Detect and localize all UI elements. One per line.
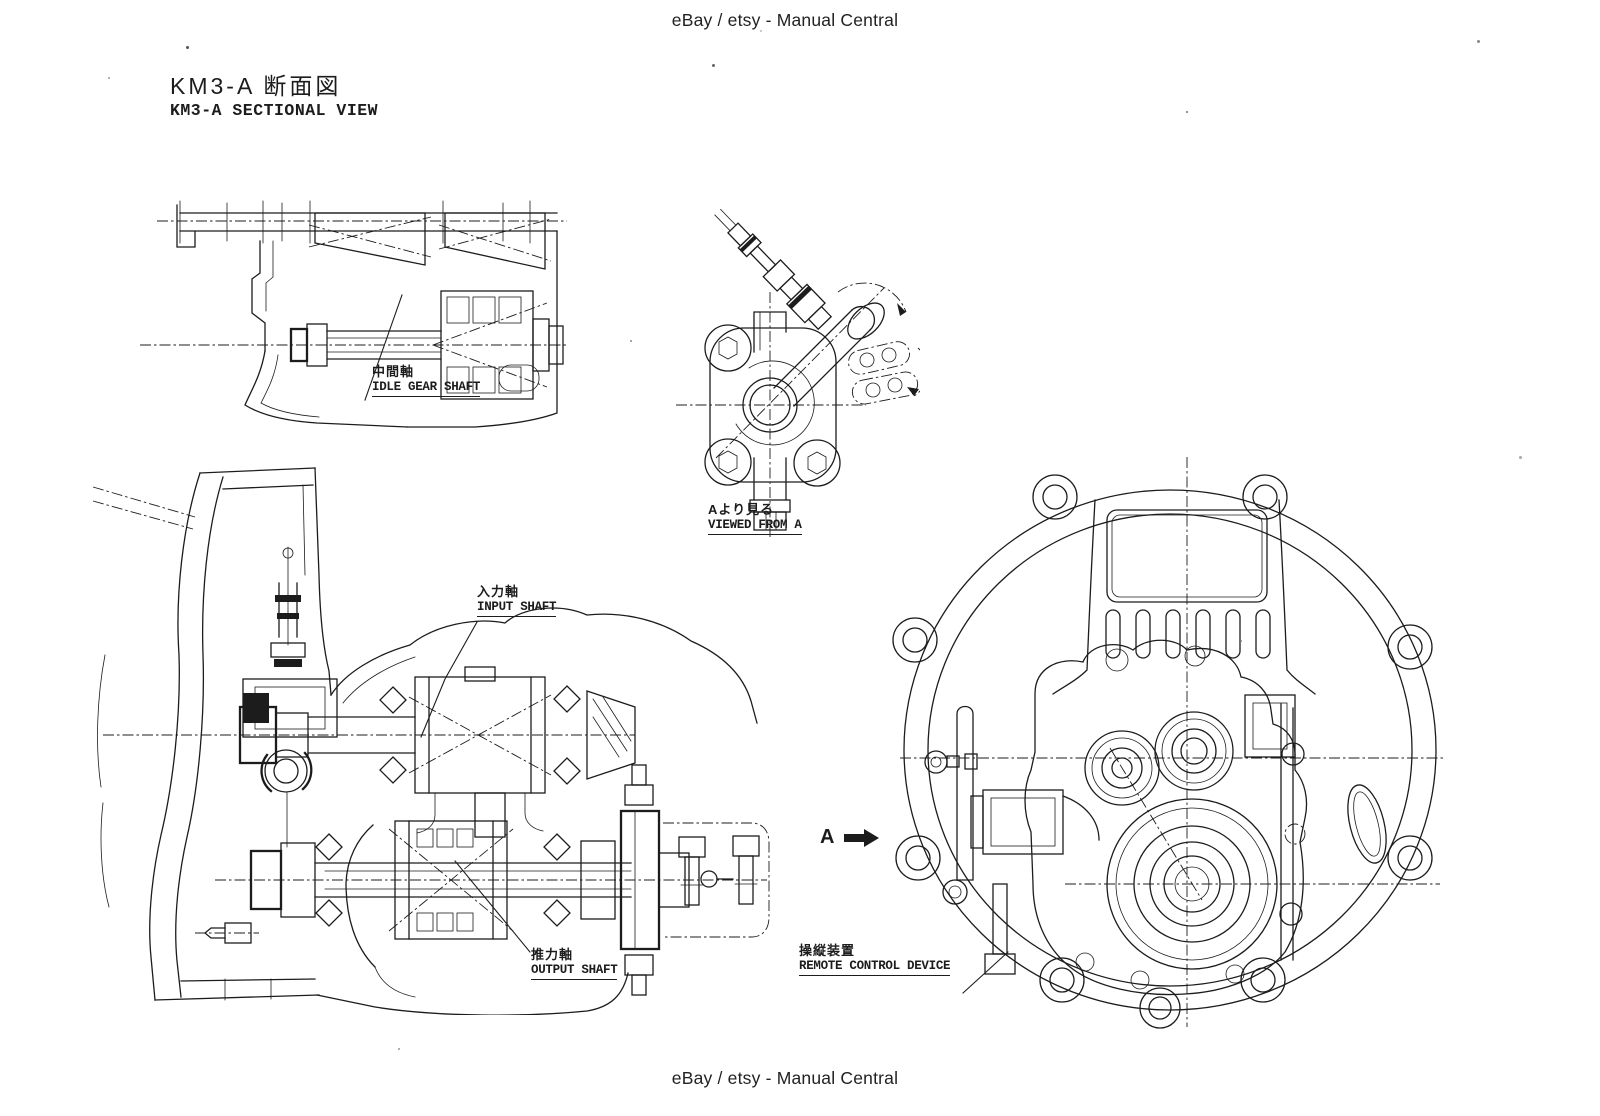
scan-speckle bbox=[398, 1048, 400, 1050]
right-arrow-icon bbox=[844, 828, 880, 847]
page-title-english: KM3-A SECTIONAL VIEW bbox=[170, 101, 379, 121]
drain-plug bbox=[195, 922, 259, 944]
label-output-shaft-en: OUTPUT SHAFT bbox=[531, 962, 618, 977]
label-input-shaft-en: INPUT SHAFT bbox=[477, 599, 557, 614]
input-shaft-assembly bbox=[103, 666, 636, 794]
title-block: KM3-A 断面図 KM3-A SECTIONAL VIEW bbox=[170, 73, 379, 121]
scan-speckle bbox=[712, 64, 715, 67]
idle-gear-shaft-drawing bbox=[140, 200, 567, 428]
scan-speckle bbox=[630, 340, 632, 342]
bell-housing-flange bbox=[892, 474, 1437, 1029]
intermediate-web bbox=[416, 792, 544, 838]
output-shaft-leader-line bbox=[454, 860, 531, 953]
gearbox-housing bbox=[316, 607, 758, 1015]
propeller-coupling-phantom bbox=[663, 822, 770, 938]
centerlines bbox=[900, 457, 1445, 1027]
housing-left-wall bbox=[244, 240, 408, 428]
header-watermark: eBay / etsy - Manual Central bbox=[671, 10, 899, 30]
centerlines bbox=[676, 287, 885, 540]
label-input-shaft-jp: 入力軸 bbox=[477, 584, 520, 599]
valve-body-stems bbox=[749, 311, 791, 531]
scan-speckle bbox=[1240, 640, 1242, 642]
remote-control-leader-line bbox=[962, 951, 1009, 994]
gear-case bbox=[1024, 639, 1308, 996]
view-direction-annotation: A bbox=[820, 826, 880, 849]
idle-shaft bbox=[140, 323, 567, 367]
footer-watermark: eBay / etsy - Manual Central bbox=[671, 1068, 899, 1088]
label-idle-gear-shaft-jp: 中間軸 bbox=[372, 364, 415, 379]
scan-speckle bbox=[186, 46, 189, 49]
page-title-japanese: KM3-A 断面図 bbox=[170, 73, 342, 99]
label-remote-control-device-jp: 操縦装置 bbox=[799, 943, 856, 958]
main-sectional-drawing bbox=[92, 467, 770, 1015]
bevel-gear-pair bbox=[308, 212, 552, 270]
shift-lever-arm bbox=[773, 302, 885, 407]
viewed-from-a-drawing bbox=[676, 208, 920, 540]
housing-right-wall bbox=[406, 230, 558, 428]
input-shaft-leader-line bbox=[420, 621, 478, 738]
caption-viewed-from-a-en: VIEWED FROM A bbox=[708, 517, 802, 532]
scan-speckle bbox=[1519, 456, 1522, 459]
label-input-shaft: 入力軸 INPUT SHAFT bbox=[477, 584, 557, 617]
top-rail bbox=[157, 200, 567, 248]
output-shaft-assembly bbox=[215, 820, 767, 940]
gear-train-bosses bbox=[1084, 711, 1278, 970]
label-idle-gear-shaft: 中間軸 IDLE GEAR SHAFT bbox=[372, 364, 481, 397]
caption-viewed-from-a-jp: Aより見る bbox=[708, 502, 775, 517]
engine-side-housing bbox=[92, 467, 332, 1001]
scan-speckle bbox=[1477, 40, 1480, 43]
label-output-shaft-jp: 推力軸 bbox=[531, 947, 574, 962]
output-coupling-flange bbox=[619, 764, 734, 996]
top-opening-and-vents bbox=[1052, 499, 1316, 695]
mounting-flange bbox=[704, 324, 841, 487]
ghost-lever-positions bbox=[837, 282, 920, 405]
damper-assembly bbox=[242, 546, 338, 848]
label-idle-gear-shaft-en: IDLE GEAR SHAFT bbox=[372, 379, 481, 394]
idle-gear-leader-line bbox=[364, 294, 403, 401]
end-view-drawing bbox=[892, 457, 1445, 1029]
scan-speckle bbox=[108, 77, 110, 79]
scan-speckle bbox=[760, 30, 762, 32]
caption-viewed-from-a: Aより見る VIEWED FROM A bbox=[708, 502, 802, 535]
idle-gear-cluster bbox=[432, 290, 564, 400]
label-output-shaft: 推力軸 OUTPUT SHAFT bbox=[531, 947, 618, 980]
scan-speckle bbox=[1186, 111, 1188, 113]
view-direction-letter: A bbox=[820, 826, 836, 848]
label-remote-control-device: 操縦装置 REMOTE CONTROL DEVICE bbox=[799, 943, 951, 976]
remote-control-device bbox=[924, 705, 1100, 975]
control-cable-assembly bbox=[714, 208, 833, 331]
label-remote-control-device-en: REMOTE CONTROL DEVICE bbox=[799, 958, 951, 973]
